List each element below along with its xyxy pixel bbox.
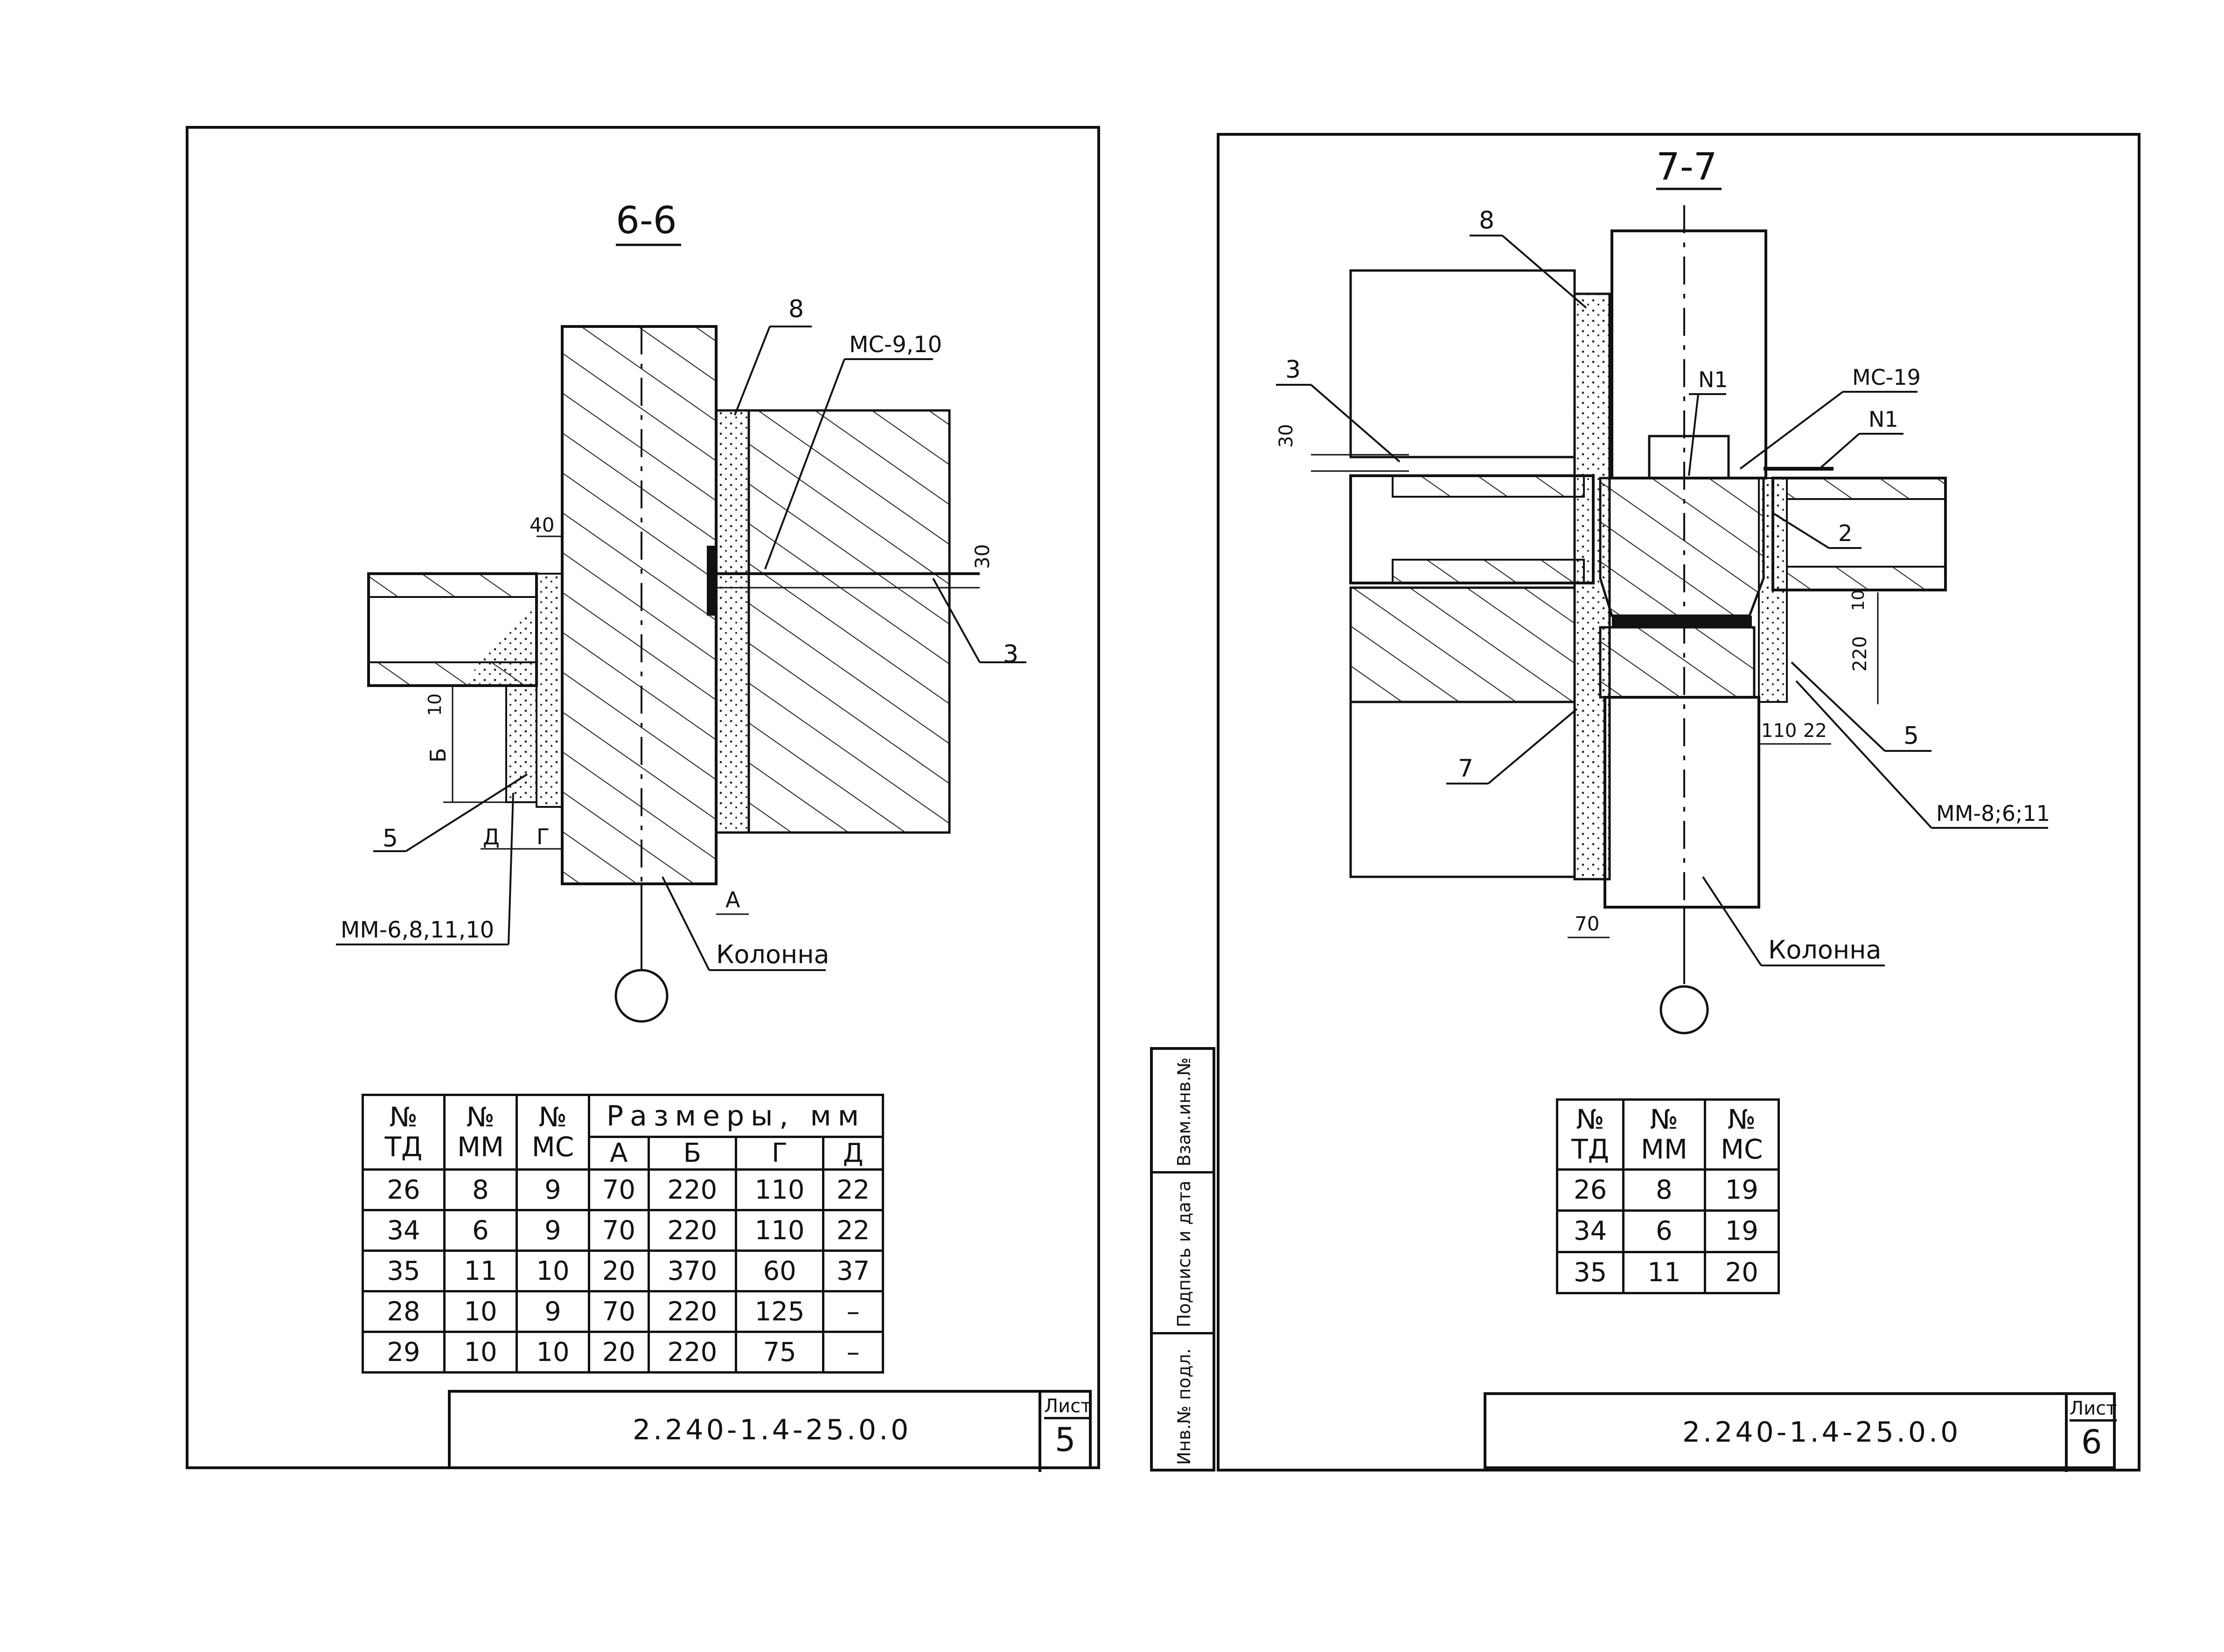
th-sizes: Размеры, мм xyxy=(588,1094,884,1138)
th-mc: № МС xyxy=(1703,1098,1780,1171)
label-mc-9-10: МС-9,10 xyxy=(849,332,942,358)
replacement-inv-label: Взам.инв.№ xyxy=(1174,1057,1194,1166)
section-title-7-7: 7-7 xyxy=(1656,145,1717,188)
svg-text:22: 22 xyxy=(1803,720,1827,742)
original-inv-label: Инв.№ подл. xyxy=(1174,1348,1194,1465)
th-td: № ТД xyxy=(362,1094,446,1171)
th-td: № ТД xyxy=(1555,1098,1625,1171)
th-g: Г xyxy=(734,1136,825,1171)
svg-text:10: 10 xyxy=(1849,590,1868,611)
mortar-strip xyxy=(715,409,750,834)
svg-text:110: 110 xyxy=(1761,720,1797,742)
support-bracket xyxy=(505,685,537,803)
label-5-right: 5 xyxy=(1903,722,1919,750)
label-n1-right: N1 xyxy=(1868,407,1898,432)
th-b: Б xyxy=(647,1136,737,1171)
sheet-6 xyxy=(1217,133,2140,1472)
th-mm: № ММ xyxy=(1622,1098,1706,1171)
svg-text:Д: Д xyxy=(483,824,500,849)
svg-text:70: 70 xyxy=(1575,912,1599,935)
sheet-label: Лист xyxy=(2070,1398,2117,1422)
label-8-right: 8 xyxy=(1479,207,1494,235)
sheet-number: 6 xyxy=(2081,1423,2102,1461)
svg-text:А: А xyxy=(725,887,740,912)
label-8-left: 8 xyxy=(788,295,804,323)
approval-strip: Взам.инв.№ Подпись и дата Инв.№ подл. xyxy=(1150,1047,1215,1472)
svg-text:Б: Б xyxy=(425,748,451,763)
label-2-right: 2 xyxy=(1838,521,1853,547)
label-n1-top: N1 xyxy=(1698,367,1728,392)
axis-marker-right xyxy=(1659,985,1709,1034)
drawing-code: 2.240-1.4-25.0.0 xyxy=(1682,1416,1961,1449)
label-3-right: 3 xyxy=(1285,356,1301,384)
label-5-left: 5 xyxy=(383,825,398,853)
th-d: Д xyxy=(822,1136,884,1171)
svg-text:Г: Г xyxy=(537,824,550,849)
svg-text:30: 30 xyxy=(971,544,994,569)
mortar-strip-right xyxy=(1573,292,1611,881)
th-mm: № ММ xyxy=(443,1094,518,1171)
svg-text:220: 220 xyxy=(1849,636,1871,672)
label-column-left: Колонна xyxy=(716,940,830,969)
svg-text:40: 40 xyxy=(530,514,554,536)
section-6-6: 6-6 40 30 10 Б Д Г А 8 xyxy=(336,199,1026,1023)
sheet-label: Лист xyxy=(1044,1395,1092,1419)
label-7-right: 7 xyxy=(1458,755,1473,783)
embedded-plate xyxy=(707,546,716,616)
axis-marker-left xyxy=(614,969,669,1023)
sheet-number: 5 xyxy=(1055,1421,1076,1459)
svg-text:10: 10 xyxy=(425,694,445,716)
label-mm-left: ММ-6,8,11,10 xyxy=(341,917,494,943)
th-mc: № МС xyxy=(516,1094,590,1171)
column-body xyxy=(561,325,718,885)
svg-text:30: 30 xyxy=(1276,424,1297,448)
mortar-joint xyxy=(536,573,563,808)
label-column-right: Колонна xyxy=(1768,935,1882,965)
title-block-left: 2.240-1.4-25.0.0 Лист 5 xyxy=(448,1390,1092,1472)
section-title-6-6: 6-6 xyxy=(616,199,677,242)
title-block-right: 2.240-1.4-25.0.0 Лист 6 xyxy=(1484,1392,2117,1472)
label-mm-right: ММ-8;6;11 xyxy=(1936,801,2050,826)
label-3-left: 3 xyxy=(1003,640,1018,668)
label-mc-19: МС-19 xyxy=(1852,365,1921,390)
drawing-code: 2.240-1.4-25.0.0 xyxy=(633,1414,912,1446)
signature-date-label: Подпись и дата xyxy=(1174,1180,1194,1327)
masonry-wall xyxy=(747,409,951,834)
embedded-part-top xyxy=(1648,435,1730,479)
section-7-7: 7-7 30 10 220 110 22 xyxy=(1276,145,2050,1034)
th-a: А xyxy=(588,1136,650,1171)
